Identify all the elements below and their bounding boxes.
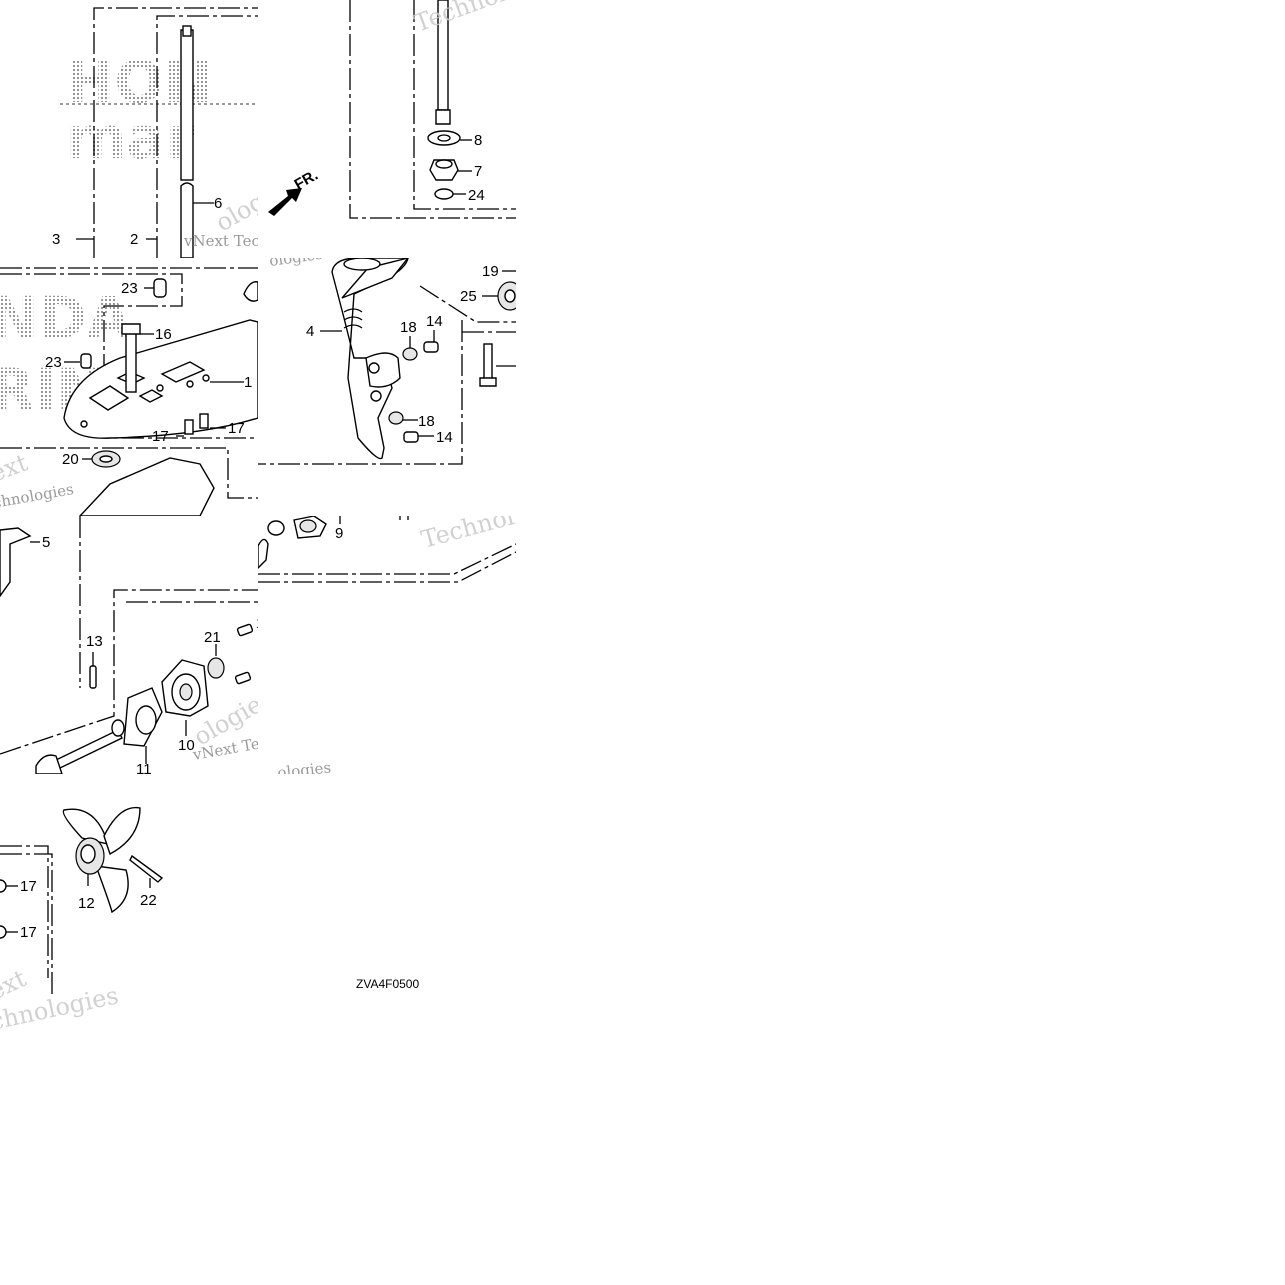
callout-18-b: 18 [418, 413, 435, 430]
callout-21: 21 [204, 629, 221, 646]
callout-17-c: 17 [20, 878, 37, 895]
callout-14-b: 14 [436, 429, 453, 446]
tile-shafts: HON mar 6 3 2 vNext Tec ologies [0, 0, 258, 258]
watermark-text-d: chnologies [0, 480, 75, 512]
callout-19: 19 [482, 263, 499, 280]
callout-15: 15 [256, 615, 258, 632]
callout-7: 7 [474, 163, 482, 180]
nut-17-b [0, 925, 7, 939]
tile-propeller: 17 17 12 22 ext chnologies [0, 774, 258, 1032]
callout-5: 5 [42, 534, 50, 551]
tile-anti-cavitation-plate: NDA RINE 23 16 23 1 [0, 258, 258, 516]
watermark-text-c2: ext [0, 964, 31, 1005]
callout-22: 22 [140, 892, 157, 909]
nut-17-a [0, 879, 7, 893]
nut [434, 188, 454, 200]
washer-9a [267, 520, 285, 536]
callout-25: 25 [460, 288, 477, 305]
washer-18-a [402, 347, 418, 361]
propeller-blade-3 [94, 865, 129, 914]
gear-case-top [79, 457, 215, 516]
tile-diagram-code: ZVA4F0500 [258, 774, 516, 1032]
callout-18-a: 18 [400, 319, 417, 336]
callout-6: 6 [214, 195, 222, 212]
screw-15 [236, 623, 254, 637]
propeller-blade-2 [103, 806, 141, 856]
front-arrow-icon [268, 188, 302, 216]
watermark-text-b: Technol [410, 0, 509, 38]
callout-17-d: 17 [20, 924, 37, 941]
bolt-16 [125, 329, 137, 393]
propeller-blade-1 [62, 808, 110, 845]
callout-10: 10 [178, 737, 195, 754]
watermark-text-c: ext [0, 448, 32, 487]
bolt-19 [483, 343, 493, 381]
callout-9: 9 [335, 525, 343, 542]
callout-11: 11 [136, 761, 152, 774]
callout-20: 20 [62, 451, 79, 468]
seal-21 [207, 657, 225, 679]
cotter-pin-22 [129, 854, 164, 883]
callout-12: 12 [78, 895, 95, 912]
bracket-5 [0, 527, 32, 598]
callout-2: 2 [130, 231, 138, 248]
tile-gear-case: 4 18 14 18 14 19 25 ologies [258, 258, 516, 516]
washer-18-b [388, 411, 404, 425]
tile-upper-shaft: 8 7 24 Technol FR. [258, 0, 516, 258]
callout-8: 8 [474, 132, 482, 149]
callout-24: 24 [468, 187, 485, 204]
watermark-brand-3: NDA [0, 284, 132, 352]
tile-shift-parts: 9 Technol ologies [258, 516, 516, 774]
callout-16: 16 [155, 326, 172, 343]
diagram-code: ZVA4F0500 [356, 977, 419, 991]
callout-1: 1 [244, 374, 252, 391]
screw-14-a [423, 341, 439, 353]
callout-13: 13 [86, 633, 103, 650]
callout-17-b: 17 [228, 420, 245, 437]
callout-3: 3 [52, 231, 60, 248]
watermark-brand-2: mar [66, 104, 195, 172]
callout-17-a: 17 [152, 428, 169, 445]
callout-14-a: 14 [426, 313, 443, 330]
pump-shaft [55, 729, 123, 769]
drive-shaft [180, 29, 194, 181]
watermark-text-a: vNext Tec [183, 232, 258, 250]
watermark-text-e2: ologies [268, 258, 324, 270]
callout-23-left: 23 [45, 354, 62, 371]
callout-23-top: 23 [121, 280, 138, 297]
watermark-text-e4: ologies [277, 758, 332, 774]
tile-water-pump: 5 13 11 10 21 15 vNext Tec ologies [0, 516, 258, 774]
thrust-washer [427, 130, 461, 146]
screw-14-b [403, 431, 419, 443]
callout-4: 4 [306, 323, 314, 340]
watermark-text-b2: Technol [418, 516, 516, 554]
pin-13 [89, 665, 97, 689]
